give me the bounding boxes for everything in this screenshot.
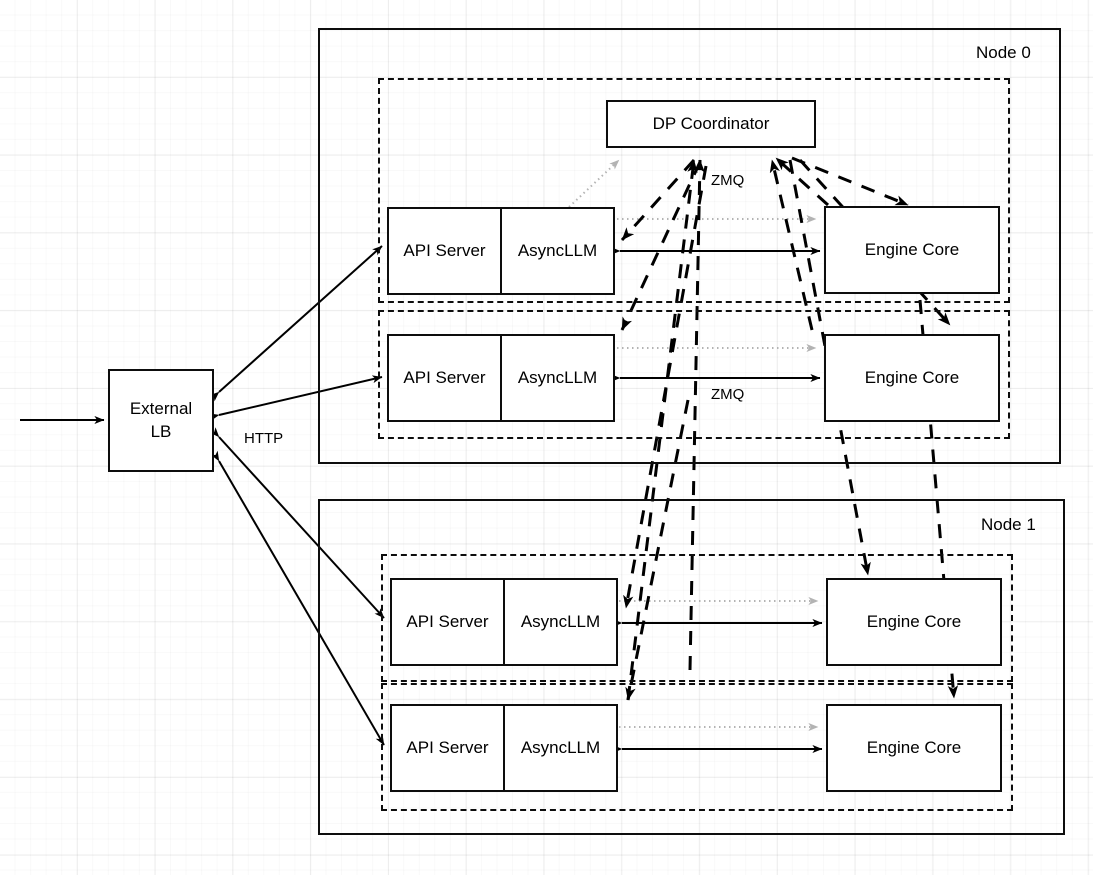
node-0-label: Node 0 <box>976 43 1031 62</box>
asyncllm-label: AsyncLLM <box>520 612 601 631</box>
engine-core-label: Engine Core <box>866 611 962 631</box>
zmq-label-node0-top: ZMQ <box>711 172 745 189</box>
api-server-label: API Server <box>389 209 502 293</box>
node-1-rank-1-engine-core[interactable]: Engine Core <box>826 704 1002 792</box>
zmq-label-node0-rank1: ZMQ <box>711 386 745 403</box>
node-1-rank-0-group <box>381 554 1013 682</box>
asyncllm-label: AsyncLLM <box>517 241 598 260</box>
api-server-label: API Server <box>392 706 505 790</box>
external-lb-label-line2: LB <box>150 421 172 441</box>
api-server-label: API Server <box>392 580 505 664</box>
node-0-rank-1-group <box>378 310 1010 439</box>
node-0-container <box>318 28 1061 464</box>
asyncllm-label: AsyncLLM <box>520 738 601 757</box>
api-server-label: API Server <box>389 336 502 420</box>
node-0-rank-0-api-unit[interactable]: API Server AsyncLLM <box>387 207 615 295</box>
node-0-rank-1-engine-core[interactable]: Engine Core <box>824 334 1000 422</box>
node-1-label: Node 1 <box>981 515 1036 534</box>
node-0-rank-0-engine-core[interactable]: Engine Core <box>824 206 1000 294</box>
node-1-rank-1-group <box>381 683 1013 811</box>
node-1-rank-0-engine-core[interactable]: Engine Core <box>826 578 1002 666</box>
node-1-container <box>318 499 1065 835</box>
engine-core-label: Engine Core <box>864 367 960 387</box>
node-0-rank-0-group <box>378 78 1010 303</box>
asyncllm-label: AsyncLLM <box>517 368 598 387</box>
engine-core-label: Engine Core <box>866 737 962 757</box>
node-0-rank-1-api-unit[interactable]: API Server AsyncLLM <box>387 334 615 422</box>
external-lb-box[interactable]: External LB <box>108 369 214 472</box>
node-1-rank-1-api-unit[interactable]: API Server AsyncLLM <box>390 704 618 792</box>
http-edge-label: HTTP <box>244 430 284 447</box>
dp-coordinator-box[interactable]: DP Coordinator <box>606 100 816 148</box>
node-1-rank-0-api-unit[interactable]: API Server AsyncLLM <box>390 578 618 666</box>
engine-core-label: Engine Core <box>864 239 960 259</box>
external-lb-label-line1: External <box>129 398 193 418</box>
dp-coordinator-label: DP Coordinator <box>652 113 770 133</box>
